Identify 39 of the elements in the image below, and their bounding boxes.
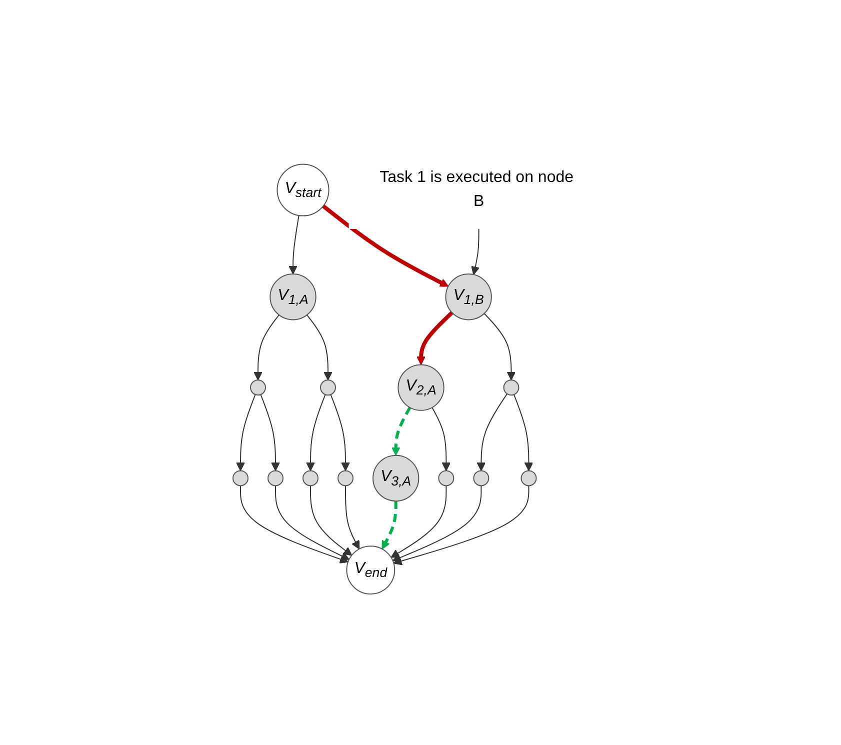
arrow: [260, 394, 280, 472]
node-circle: [320, 380, 336, 396]
node-circle: V$_{3,A}$: [372, 454, 419, 502]
node-circle: [520, 470, 536, 486]
arrow: [392, 485, 529, 566]
arrow: [392, 485, 482, 562]
arrow: [306, 314, 332, 380]
node-circle: [250, 380, 266, 396]
arrow: [310, 485, 352, 556]
arrow: [470, 228, 480, 275]
node-circle: [438, 470, 454, 486]
node-circle: [472, 470, 489, 486]
arrow: [236, 394, 256, 472]
node-circle: [232, 470, 248, 486]
arrow: [344, 485, 360, 550]
arrow: [390, 485, 446, 558]
arrow: [381, 501, 397, 550]
node-circle: [302, 470, 318, 486]
node-text: Task 1 is executed on node B: [379, 169, 574, 210]
node-circle: [267, 470, 284, 486]
arrow: [513, 394, 533, 472]
arrow: [253, 314, 280, 380]
arrow: [240, 485, 348, 564]
arrow: [476, 393, 508, 472]
node-circle: V$_{1,B}$: [444, 274, 492, 320]
node-circle: [502, 380, 519, 396]
arrow: [431, 407, 450, 472]
arrow: [416, 311, 453, 366]
node-circle: V$_{2,A}$: [397, 364, 444, 411]
arrow: [306, 394, 326, 472]
arrow: [391, 406, 411, 456]
arrow: [288, 214, 299, 274]
node-circle: V$_{end}$: [346, 546, 395, 594]
arrow: [322, 204, 448, 287]
arrow: [483, 312, 516, 380]
node-circle: [337, 470, 354, 486]
node-circle: V$_{1,A}$: [269, 274, 316, 320]
arrow: [330, 394, 350, 472]
arrow: [274, 485, 350, 560]
